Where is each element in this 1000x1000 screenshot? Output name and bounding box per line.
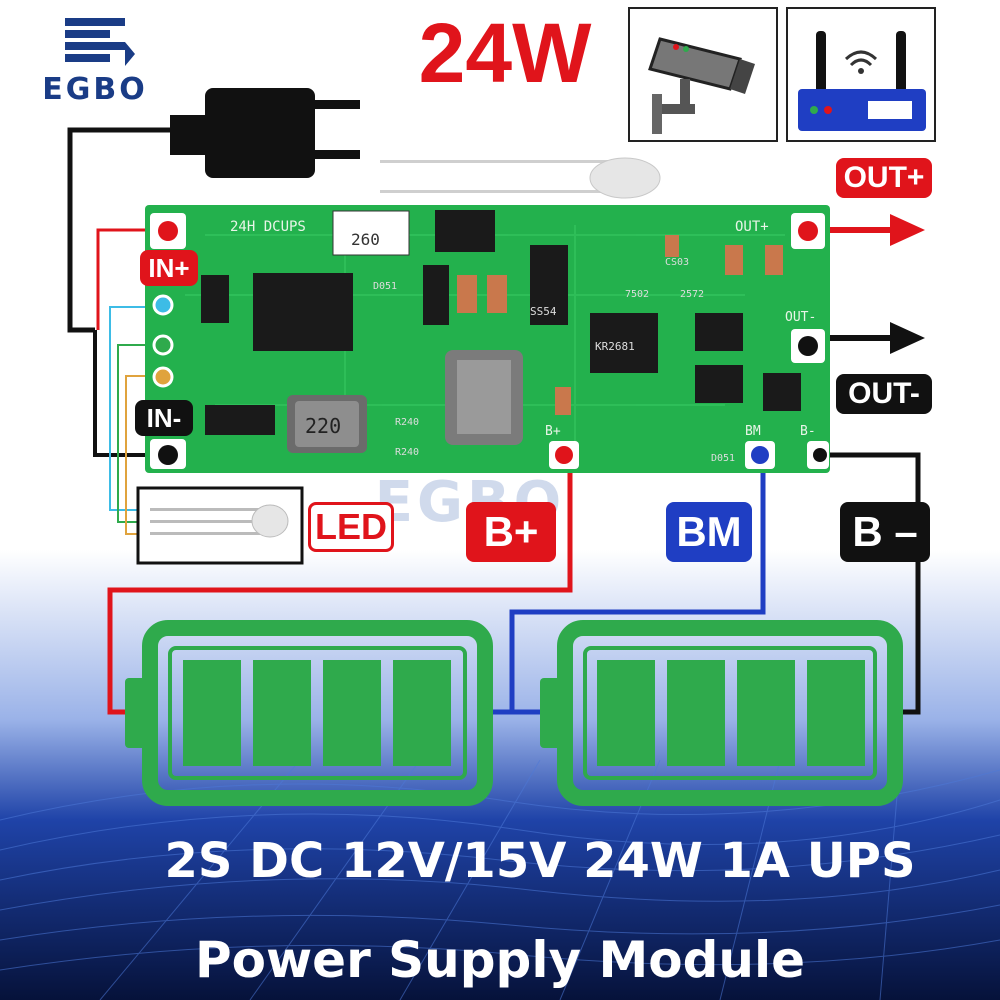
pcb-board: 260 220 24H DCUPS OUT+ OUT- B+ BM B- KR2… xyxy=(145,205,830,473)
board-pad-b-minus: B- xyxy=(800,424,816,439)
chip-label-d051-b: D051 xyxy=(711,453,735,464)
caption-title: Power Supply Module xyxy=(194,931,806,989)
brand-logo: EGBO xyxy=(20,14,170,107)
chip-label-7502: 7502 xyxy=(625,289,649,300)
power-plug-icon xyxy=(170,88,360,178)
chip-label-260: 260 xyxy=(351,230,380,249)
label-b-plus: B+ xyxy=(466,502,556,562)
battery-icon xyxy=(540,620,903,806)
chip-label-kr2681: KR2681 xyxy=(595,340,635,353)
chip-label-2572: 2572 xyxy=(680,289,704,300)
security-camera-icon xyxy=(648,37,755,134)
camera-icon-box xyxy=(628,7,778,142)
chip-label-cs03: CS03 xyxy=(665,257,689,268)
brand-name: EGBO xyxy=(42,72,148,107)
label-bm: BM xyxy=(666,502,752,562)
label-out-plus: OUT+ xyxy=(836,158,932,198)
label-out-minus: OUT- xyxy=(836,374,932,414)
chip-label-220: 220 xyxy=(305,414,341,438)
label-b-minus: B – xyxy=(840,502,930,562)
wifi-router-icon xyxy=(798,31,926,131)
board-pad-out-plus: OUT+ xyxy=(735,219,769,235)
chip-label-r240-a: R240 xyxy=(395,417,419,428)
caption-spec: 2S DC 12V/15V 24W 1A UPS xyxy=(164,833,916,889)
egbo-logo-icon xyxy=(65,18,135,66)
arrow-right-icon xyxy=(820,214,925,354)
battery-icon xyxy=(125,620,493,806)
power-rating: 24W xyxy=(418,6,592,100)
board-pad-bm: BM xyxy=(745,424,761,439)
led-icon xyxy=(380,157,661,199)
label-in-minus: IN- xyxy=(135,400,193,436)
board-pad-b-plus: B+ xyxy=(545,424,561,439)
label-in-plus: IN+ xyxy=(140,250,198,286)
router-icon-box xyxy=(786,7,936,142)
chip-label-d051: D051 xyxy=(373,281,397,292)
board-title: 24H DCUPS xyxy=(230,219,306,235)
board-pad-out-minus: OUT- xyxy=(785,310,816,325)
chip-label-ss54: SS54 xyxy=(530,305,557,318)
chip-label-r240-b: R240 xyxy=(395,447,419,458)
label-led: LED xyxy=(308,502,394,552)
